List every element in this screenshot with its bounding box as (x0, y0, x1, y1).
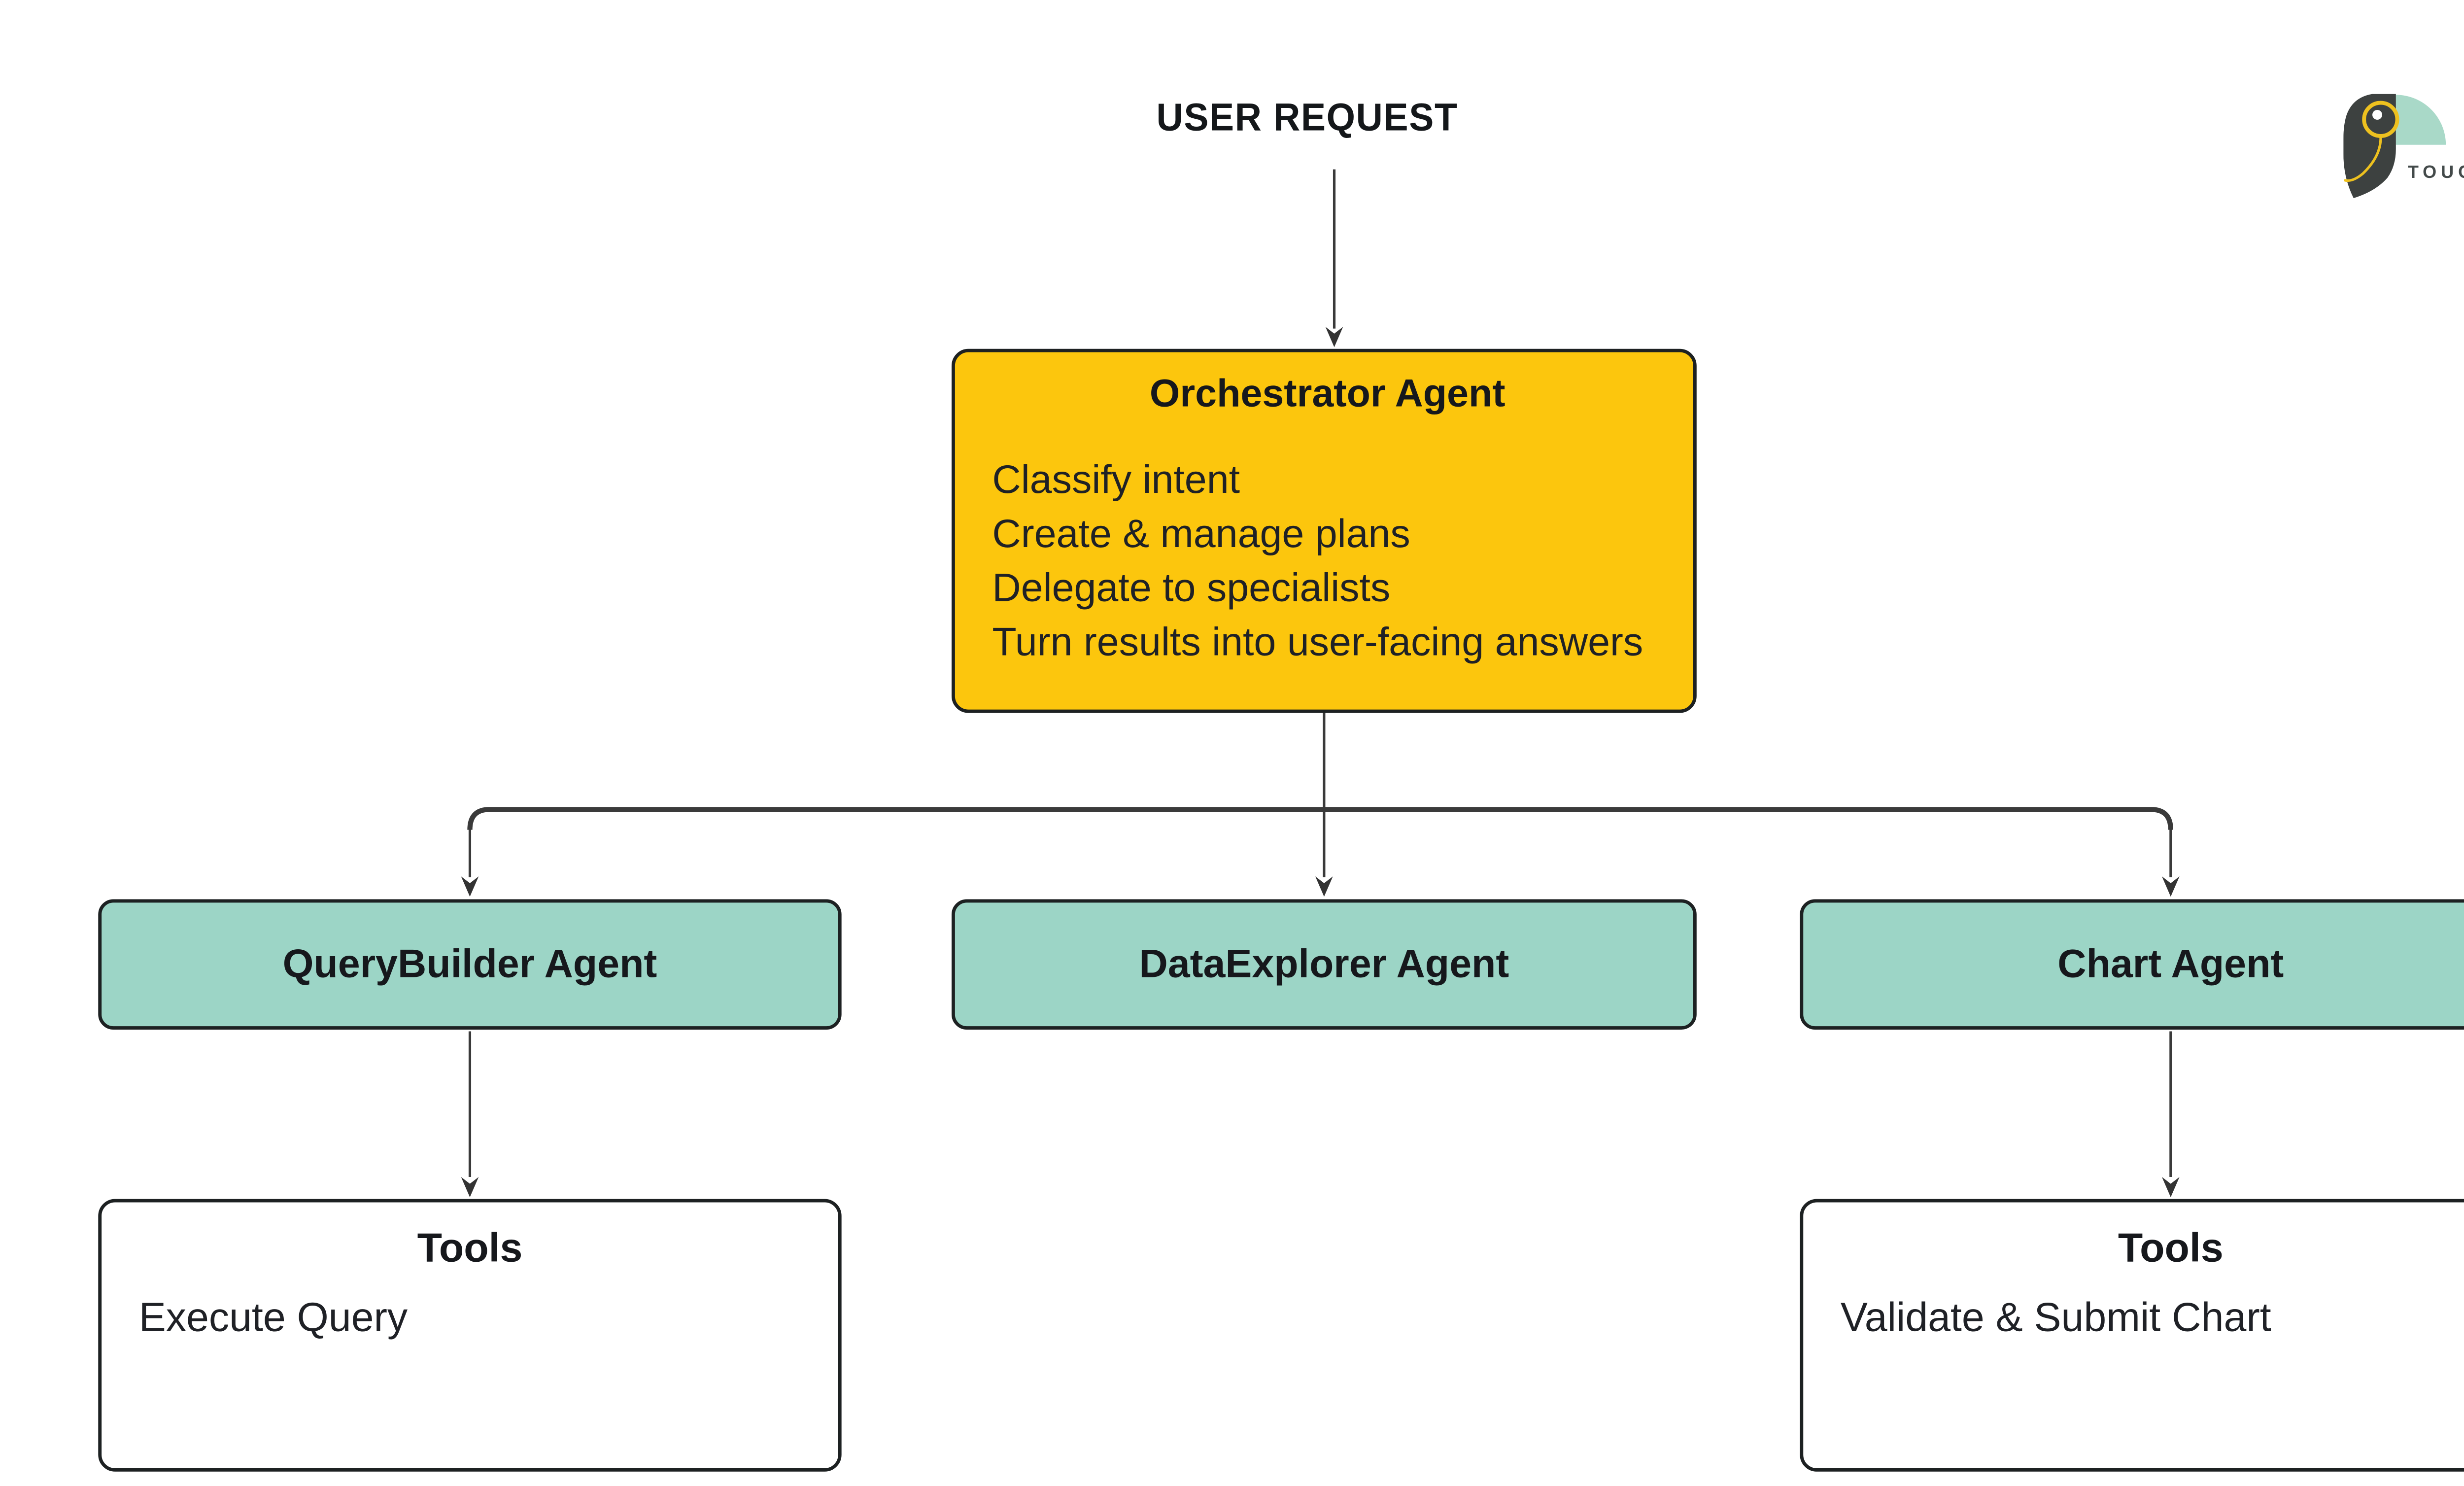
orchestrator-task-list: Classify intent Create & manage plans De… (992, 452, 1663, 669)
toucan-wordmark: TOUCAN (2407, 162, 2464, 183)
monocle-chain (2344, 135, 2382, 182)
logo-head-beak-shape (2343, 94, 2396, 199)
orchestrator-task: Create & manage plans (992, 511, 1410, 555)
querybuilder-agent-title: QueryBuilder Agent (282, 940, 657, 985)
orchestrator-task: Delegate to specialists (992, 565, 1391, 610)
orchestrator-task: Classify intent (992, 457, 1240, 502)
node-chart-agent: Chart Agent (1800, 898, 2464, 1029)
orchestrator-title: Orchestrator Agent (1149, 371, 1506, 415)
toucan-logo: TOUCAN (2343, 93, 2464, 205)
tools-title: Tools (2118, 1226, 2224, 1272)
branch-rail (467, 807, 2173, 830)
orchestrator-task: Turn results into user-facing answers (992, 620, 1643, 664)
chart-agent-title: Chart Agent (2057, 940, 2284, 985)
arrow-down-icon (461, 876, 479, 897)
node-querybuilder-tools: Tools Execute Query (98, 1199, 842, 1472)
arrow-down-icon (2161, 1176, 2180, 1198)
eye-dot (2372, 109, 2382, 120)
node-dataexplorer-agent: DataExplorer Agent (951, 898, 1697, 1029)
user-request-label: USER REQUEST (1156, 95, 1458, 139)
node-orchestrator-agent: Orchestrator Agent Classify intent Creat… (951, 348, 1697, 713)
tool-item-execute-query: Execute Query (138, 1295, 408, 1342)
arrow-down-icon (461, 1176, 479, 1198)
tool-item-validate-submit-chart: Validate & Submit Chart (1840, 1295, 2271, 1342)
toucan-head-icon (2343, 94, 2446, 199)
arrow-down-icon (1315, 876, 1333, 897)
node-querybuilder-agent: QueryBuilder Agent (98, 898, 842, 1029)
arrow-down-icon (2161, 876, 2180, 897)
tools-title: Tools (417, 1226, 523, 1272)
arrow-down-icon (1325, 327, 1343, 347)
node-chart-tools: Tools Validate & Submit Chart (1800, 1199, 2464, 1472)
logo-crest-shape (2396, 95, 2446, 145)
dataexplorer-agent-title: DataExplorer Agent (1139, 940, 1509, 985)
